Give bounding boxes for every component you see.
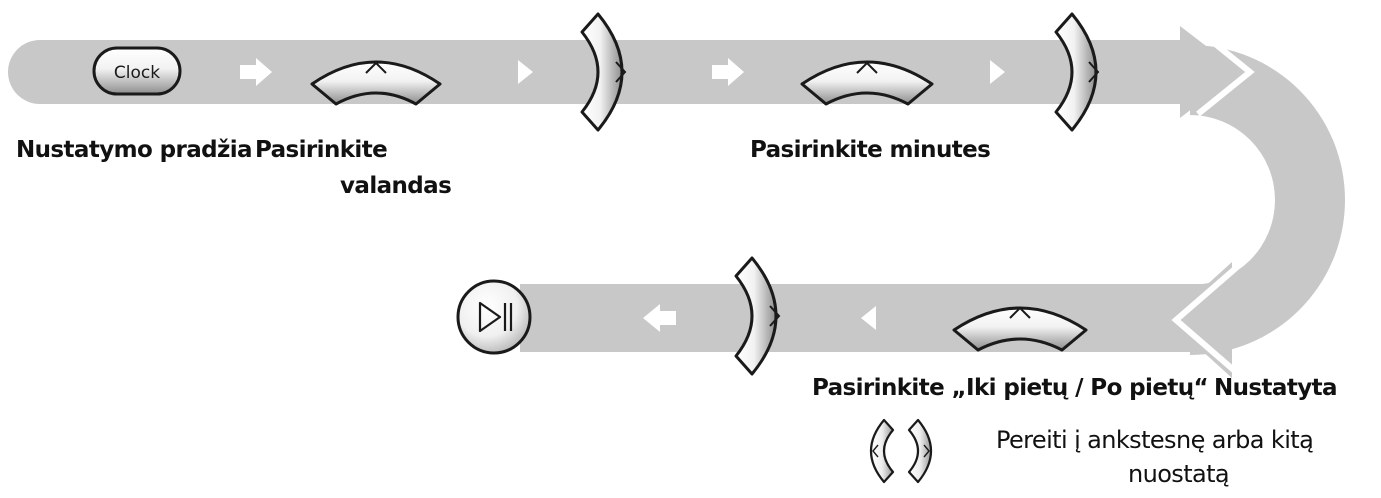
bottom-band-arrow-head xyxy=(1168,262,1232,378)
up-button-ampm[interactable] xyxy=(952,306,1088,352)
clock-button[interactable]: Clock xyxy=(92,46,182,96)
label-ampm: Pasirinkite „Iki pietų / Po pietų“ xyxy=(812,375,1209,401)
label-hours-line2: valandas xyxy=(340,173,452,199)
label-nav-line2: nuostatą xyxy=(1128,460,1230,488)
right-button-to-ampm[interactable] xyxy=(1054,12,1100,132)
clock-button-label: Clock xyxy=(114,63,160,83)
flow-triangle-right-1 xyxy=(518,60,533,84)
flow-arrow-left-1 xyxy=(643,304,676,332)
left-chevron-icon xyxy=(872,444,879,458)
right-button-small[interactable] xyxy=(907,418,932,484)
label-minutes: Pasirinkite minutes xyxy=(750,137,991,163)
right-button-confirm[interactable] xyxy=(734,256,781,376)
up-button-hours[interactable] xyxy=(310,60,442,106)
up-button-minutes[interactable] xyxy=(800,60,934,106)
u-turn-bottom-chevron xyxy=(1171,265,1238,375)
right-chevron-icon xyxy=(615,61,627,83)
flow-arrow-right-1 xyxy=(240,58,272,86)
up-chevron-icon xyxy=(365,61,387,74)
play-pause-icon xyxy=(478,301,513,333)
flow-triangle-right-2 xyxy=(990,60,1005,84)
up-chevron-icon xyxy=(1009,306,1031,319)
flow-triangle-left-1 xyxy=(861,306,876,330)
flow-arrow-right-2 xyxy=(712,58,744,86)
right-button-to-minutes[interactable] xyxy=(580,12,627,132)
u-turn-top-chevron xyxy=(1196,27,1255,117)
left-button-small[interactable] xyxy=(870,418,895,484)
label-start: Nustatymo pradžia xyxy=(16,137,253,163)
label-nav-line1: Pereiti į ankstesnę arba kitą xyxy=(996,426,1314,454)
up-chevron-icon xyxy=(856,61,878,74)
play-pause-button[interactable] xyxy=(456,279,532,355)
label-set: Nustatyta xyxy=(1214,375,1338,401)
right-chevron-icon xyxy=(923,444,930,458)
label-hours-line1: Pasirinkite xyxy=(255,137,388,163)
right-chevron-icon xyxy=(769,305,781,327)
right-chevron-icon xyxy=(1088,61,1100,83)
